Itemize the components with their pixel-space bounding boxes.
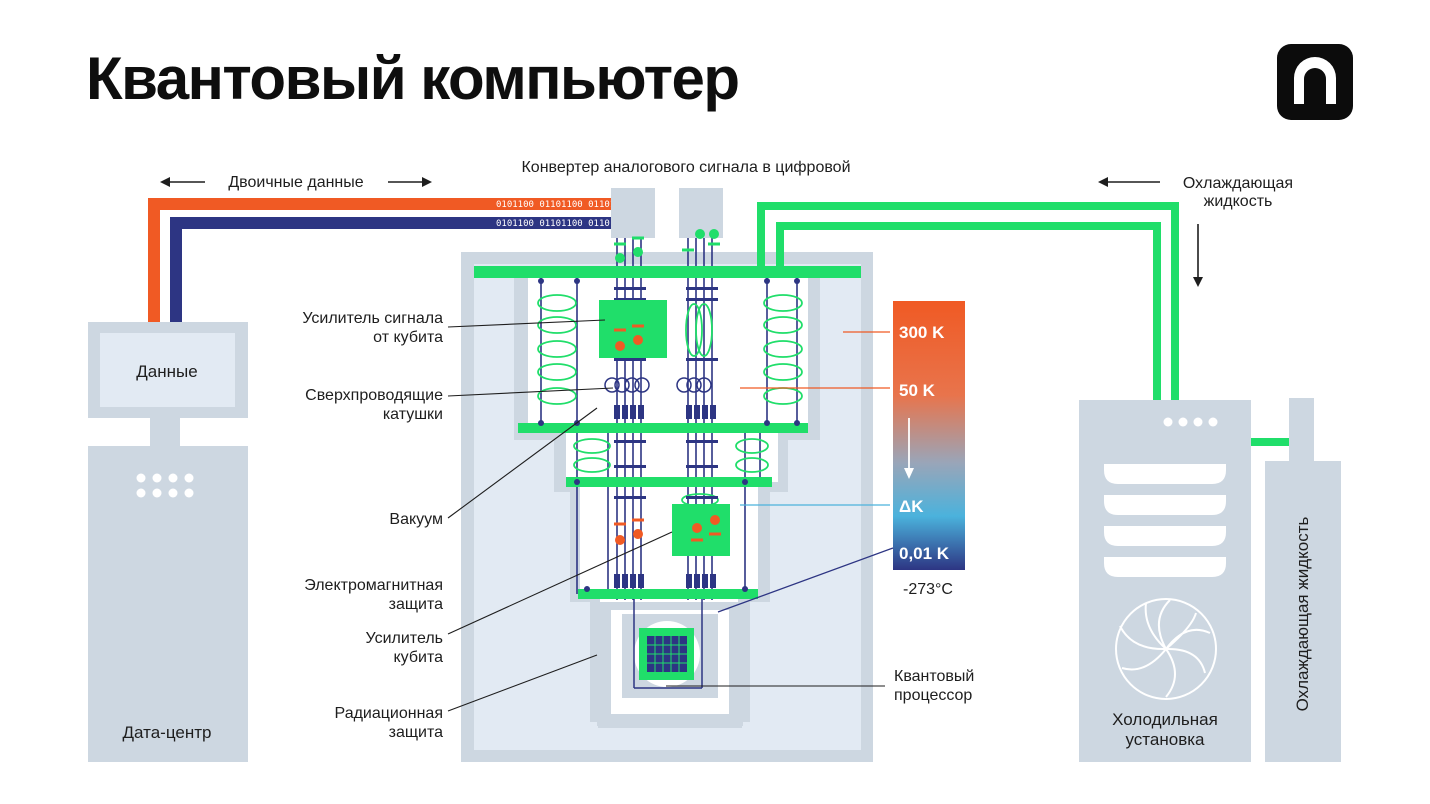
coolant-vertical-label: Охлаждающая жидкость bbox=[1293, 516, 1312, 711]
coolant-arrows bbox=[1098, 177, 1203, 287]
temperature-scale bbox=[893, 301, 965, 570]
temp-001k: 0,01 K bbox=[899, 544, 950, 563]
converter-boxes bbox=[611, 188, 723, 238]
fridge-label-1: Холодильная bbox=[1112, 710, 1218, 729]
em-shield-label-1: Электромагнитная bbox=[304, 577, 443, 594]
temp-300k: 300 K bbox=[899, 323, 945, 342]
temp-delta-k: ΔK bbox=[899, 497, 924, 516]
signal-amplifier-label-2: от кубита bbox=[373, 329, 443, 346]
fan-icon bbox=[1115, 598, 1217, 700]
qubit-amplifier-label-2: кубита bbox=[393, 649, 443, 666]
qubit-amplifier-label-1: Усилитель bbox=[366, 630, 444, 647]
superconducting-coils bbox=[537, 294, 803, 507]
quantum-processor-label-1: Квантовый bbox=[894, 668, 974, 685]
coils-label-1: Сверхпроводящие bbox=[305, 387, 443, 404]
temp-50k: 50 K bbox=[899, 381, 936, 400]
fridge-label-2: установка bbox=[1126, 730, 1206, 749]
em-shield-label-2: защита bbox=[389, 596, 443, 613]
coolant-top-label-1: Охлаждающая bbox=[1183, 175, 1293, 192]
vacuum-label: Вакуум bbox=[389, 511, 443, 528]
coolant-tank bbox=[1265, 398, 1341, 762]
temperature-pointers bbox=[717, 331, 894, 613]
refrigeration-unit bbox=[1079, 400, 1251, 762]
quantum-processor bbox=[633, 599, 703, 689]
quantum-processor-label-2: процессор bbox=[894, 687, 972, 704]
stage-plates bbox=[474, 266, 861, 599]
radiation-shield-label-2: защита bbox=[389, 724, 443, 741]
converter-connectors bbox=[614, 229, 720, 263]
binary-data-label: Двоичные данные bbox=[228, 174, 363, 191]
temp-bottom-label: -273°C bbox=[903, 581, 953, 598]
n-logo-icon bbox=[1277, 44, 1353, 120]
page-title: Квантовый компьютер bbox=[86, 45, 740, 112]
coils-label-2: катушки bbox=[383, 406, 443, 423]
data-center bbox=[88, 322, 248, 762]
coil-rings bbox=[604, 377, 712, 393]
coolant-top-label-2: жидкость bbox=[1204, 193, 1273, 210]
signal-amplifier-label-1: Усилитель сигнала bbox=[302, 310, 443, 327]
coolant-pipes bbox=[757, 202, 1290, 446]
converter-label: Конвертер аналогового сигнала в цифровой bbox=[521, 159, 850, 176]
data-label: Данные bbox=[136, 362, 197, 381]
binary-data-lines bbox=[148, 198, 618, 322]
binary-bits-navy: 0101100 01101100 0110 bbox=[496, 219, 610, 229]
binary-bits-orange: 0101100 01101100 01101100 01101111 bbox=[496, 200, 680, 210]
binary-data-arrows bbox=[160, 177, 432, 187]
datacenter-label: Дата-центр bbox=[123, 723, 212, 742]
qubit-amplifier bbox=[614, 504, 730, 556]
signal-amplifier bbox=[599, 300, 667, 358]
radiation-shield-label-1: Радиационная bbox=[335, 705, 443, 722]
leader-lines bbox=[447, 319, 885, 712]
